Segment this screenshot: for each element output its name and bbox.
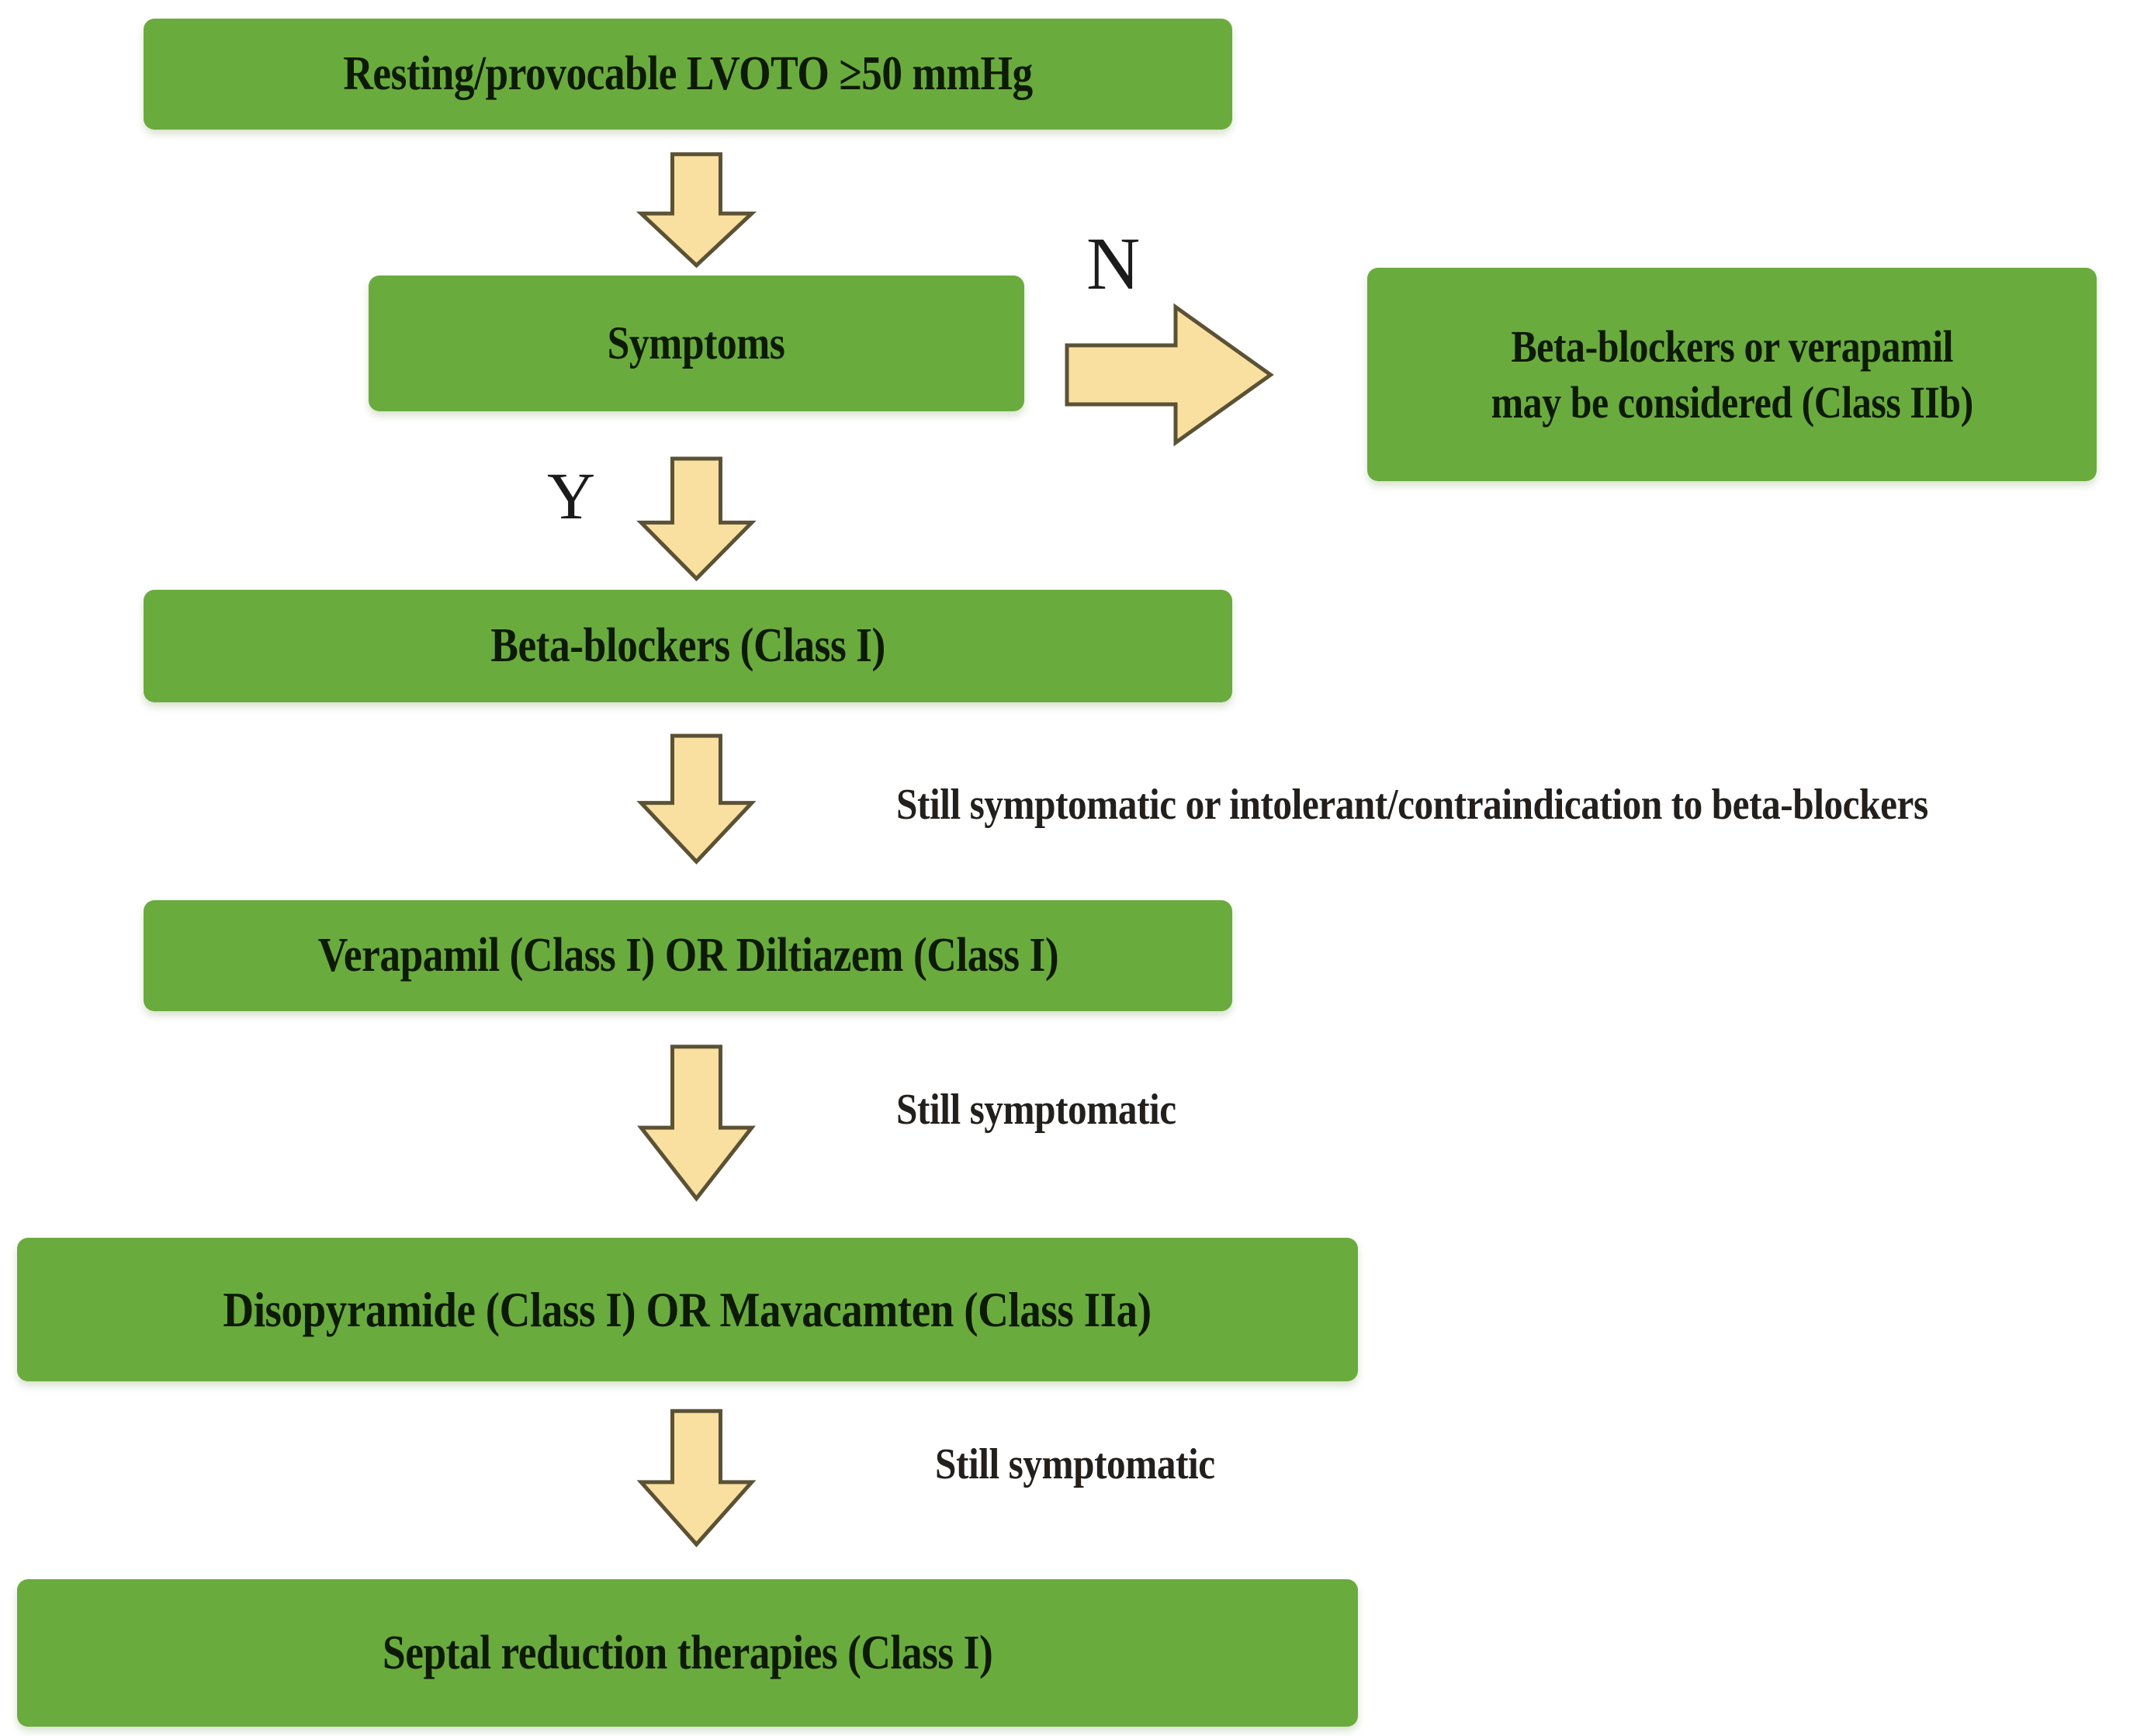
node-label-verapamil-diltiazem: Verapamil (Class I) OR Diltiazem (Class … — [317, 929, 1058, 982]
node-beta-blockers: Beta-blockers (Class I) — [144, 590, 1232, 702]
node-verapamil-diltiazem: Verapamil (Class I) OR Diltiazem (Class … — [144, 900, 1232, 1011]
node-beta-blockers-or-verapamil-iib: Beta-blockers or verapamil may be consid… — [1367, 268, 2097, 481]
node-label-beta-blockers: Beta-blockers (Class I) — [490, 619, 885, 673]
branch-label-no: N — [1086, 222, 1141, 305]
node-septal-reduction: Septal reduction therapies (Class I) — [17, 1579, 1358, 1727]
arrow-down-icon-disopyramide-to-septal — [636, 1409, 757, 1548]
arrow-down-icon-symptoms-to-beta-blockers — [636, 456, 757, 582]
edge-label-still-symptomatic-or-intolerant: Still symptomatic or intolerant/contrain… — [896, 781, 1928, 829]
node-disopyramide-mavacamten: Disopyramide (Class I) OR Mavacamten (Cl… — [17, 1238, 1358, 1381]
node-label-symptoms: Symptoms — [608, 317, 785, 369]
node-label-disopyramide-mavacamten: Disopyramide (Class I) OR Mavacamten (Cl… — [223, 1281, 1152, 1337]
arrow-right-icon-symptoms-to-no-branch — [1063, 301, 1276, 449]
arrow-down-icon-lvoto-to-symptoms — [636, 152, 757, 269]
edge-label-still-symptomatic-2: Still symptomatic — [935, 1440, 1215, 1488]
arrow-down-icon-verapamil-to-disopyramide — [636, 1044, 757, 1203]
node-symptoms: Symptoms — [369, 275, 1024, 411]
arrow-down-icon-beta-blockers-to-verapamil — [636, 733, 757, 865]
node-label-septal-reduction: Septal reduction therapies (Class I) — [382, 1626, 993, 1679]
edge-label-still-symptomatic-1: Still symptomatic — [896, 1086, 1176, 1134]
branch-label-yes: Y — [547, 459, 596, 533]
node-lvoto: Resting/provocable LVOTO ≥50 mmHg — [144, 19, 1232, 130]
node-label-lvoto: Resting/provocable LVOTO ≥50 mmHg — [343, 47, 1033, 101]
node-label-beta-blockers-or-verapamil-iib: Beta-blockers or verapamil may be consid… — [1491, 321, 1973, 428]
